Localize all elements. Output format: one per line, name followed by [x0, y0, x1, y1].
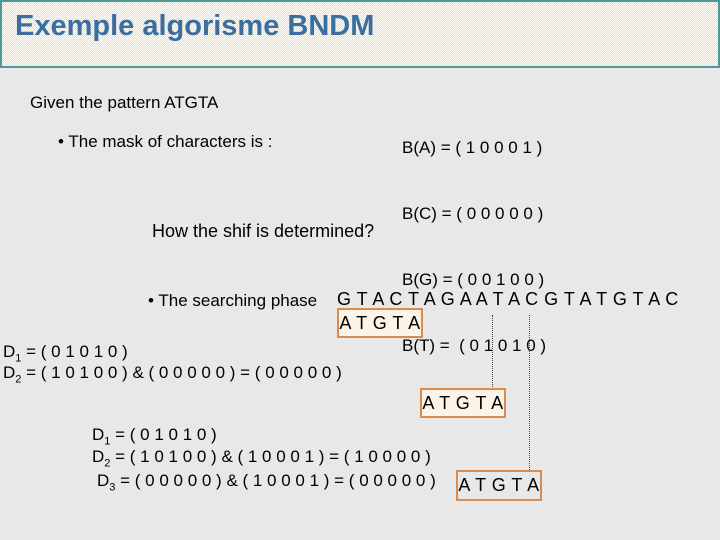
d-subscript: 1	[15, 352, 22, 365]
search-phase-label: • The searching phase	[148, 291, 318, 310]
d-symbol: D	[97, 471, 110, 490]
alignment-dotted-line-1	[492, 315, 493, 389]
mask-row-t: B(T) = ( 0 1 0 1 0 )	[402, 336, 547, 355]
d-symbol: D	[3, 342, 16, 361]
d-subscript: 2	[104, 457, 111, 470]
d-equation: = ( 0 1 0 1 0 )	[21, 342, 128, 361]
given-pattern-text: Given the pattern ATGTA	[30, 93, 219, 112]
d-equation: = ( 0 1 0 1 0 )	[110, 425, 217, 444]
d-equation: = ( 0 0 0 0 0 ) & ( 1 0 0 0 1 ) = ( 0 0 …	[115, 471, 436, 490]
pattern-box-1: A T G T A	[337, 308, 423, 338]
slide-title: Exemple algorisme BNDM	[15, 10, 375, 42]
d-subscript: 3	[109, 481, 116, 494]
d1-line-first: D1 = ( 0 1 0 1 0 )	[3, 342, 128, 365]
dna-sequence-text: G T A C T A G A A T A C G T A T G T A C	[337, 289, 679, 309]
d-subscript: 2	[15, 373, 22, 386]
pattern-box-3: A T G T A	[456, 470, 542, 501]
d2-line-second: D2 = ( 1 0 1 0 0 ) & ( 1 0 0 0 1 ) = ( 1…	[92, 447, 431, 470]
mask-table: B(A) = ( 1 0 0 0 1 ) B(C) = ( 0 0 0 0 0 …	[402, 93, 546, 401]
pattern-box-2: A T G T A	[420, 388, 506, 418]
d2-line-first: D2 = ( 1 0 1 0 0 ) & ( 0 0 0 0 0 ) = ( 0…	[3, 363, 342, 386]
d-symbol: D	[3, 363, 16, 382]
mask-row-c: B(C) = ( 0 0 0 0 0 )	[402, 204, 544, 223]
d-symbol: D	[92, 447, 105, 466]
mask-row-g: B(G) = ( 0 0 1 0 0 )	[402, 270, 545, 289]
d3-line-second: D3 = ( 0 0 0 0 0 ) & ( 1 0 0 0 1 ) = ( 0…	[97, 471, 436, 494]
d-equation: = ( 1 0 1 0 0 ) & ( 0 0 0 0 0 ) = ( 0 0 …	[21, 363, 342, 382]
d-subscript: 1	[104, 435, 111, 448]
d-symbol: D	[92, 425, 105, 444]
mask-intro-text: • The mask of characters is :	[58, 132, 273, 151]
alignment-dotted-line-2	[529, 315, 530, 470]
title-banner: Exemple algorisme BNDM	[0, 0, 720, 68]
d-equation: = ( 1 0 1 0 0 ) & ( 1 0 0 0 1 ) = ( 1 0 …	[110, 447, 431, 466]
shift-question-text: How the shif is determined?	[152, 221, 375, 241]
d1-line-second: D1 = ( 0 1 0 1 0 )	[92, 425, 217, 448]
mask-row-a: B(A) = ( 1 0 0 0 1 )	[402, 138, 543, 157]
